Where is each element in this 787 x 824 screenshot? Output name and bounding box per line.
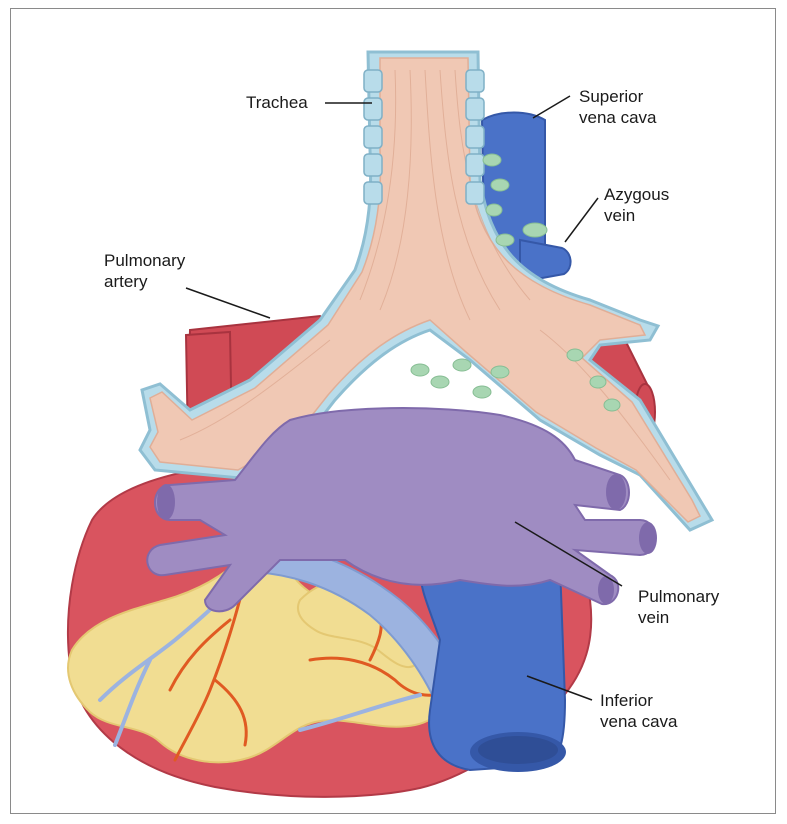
label-inferior-vena-cava: Inferior vena cava — [600, 690, 678, 732]
label-pulmonary-artery: Pulmonary artery — [104, 250, 185, 292]
label-pulmonary-vein: Pulmonary vein — [638, 586, 719, 628]
inferior-vena-cava-lumen — [478, 736, 558, 764]
label-trachea: Trachea — [246, 92, 308, 113]
label-azygous-vein: Azygous vein — [604, 184, 669, 226]
label-superior-vena-cava: Superior vena cava — [579, 86, 657, 128]
